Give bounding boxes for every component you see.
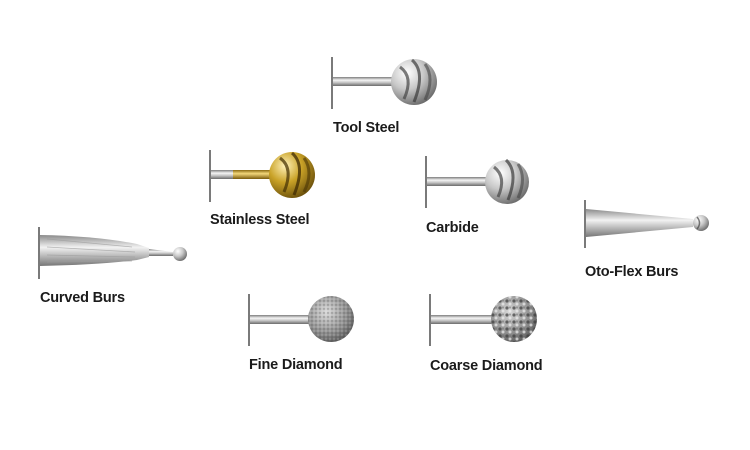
fine-diamond-bur-image bbox=[247, 292, 359, 348]
curved-bur-icon bbox=[38, 227, 187, 279]
coarse-diamond-bur-image bbox=[428, 292, 540, 348]
carbide-bur-image bbox=[424, 154, 534, 210]
bur-label-fine-diamond: Fine Diamond bbox=[249, 357, 343, 373]
curved-bur-image bbox=[37, 225, 195, 281]
oto-flex-bur-image bbox=[583, 198, 715, 250]
bur-label-stainless-steel: Stainless Steel bbox=[210, 212, 310, 228]
tool-steel-bur-image bbox=[330, 55, 440, 111]
oto-flex-bur-icon bbox=[584, 200, 709, 248]
bur-label-carbide: Carbide bbox=[426, 220, 479, 236]
carbide-bur-icon bbox=[425, 156, 529, 208]
fine-diamond-bur-icon bbox=[248, 294, 354, 346]
bur-label-oto-flex: Oto-Flex Burs bbox=[585, 264, 679, 280]
bur-label-coarse-diamond: Coarse Diamond bbox=[430, 358, 543, 374]
stainless-steel-bur-icon bbox=[209, 150, 315, 202]
bur-label-curved: Curved Burs bbox=[40, 290, 125, 306]
coarse-diamond-bur-icon bbox=[429, 294, 537, 346]
tool-steel-bur-icon bbox=[331, 57, 437, 109]
stainless-steel-bur-image bbox=[208, 148, 320, 204]
bur-label-tool-steel: Tool Steel bbox=[333, 120, 400, 136]
